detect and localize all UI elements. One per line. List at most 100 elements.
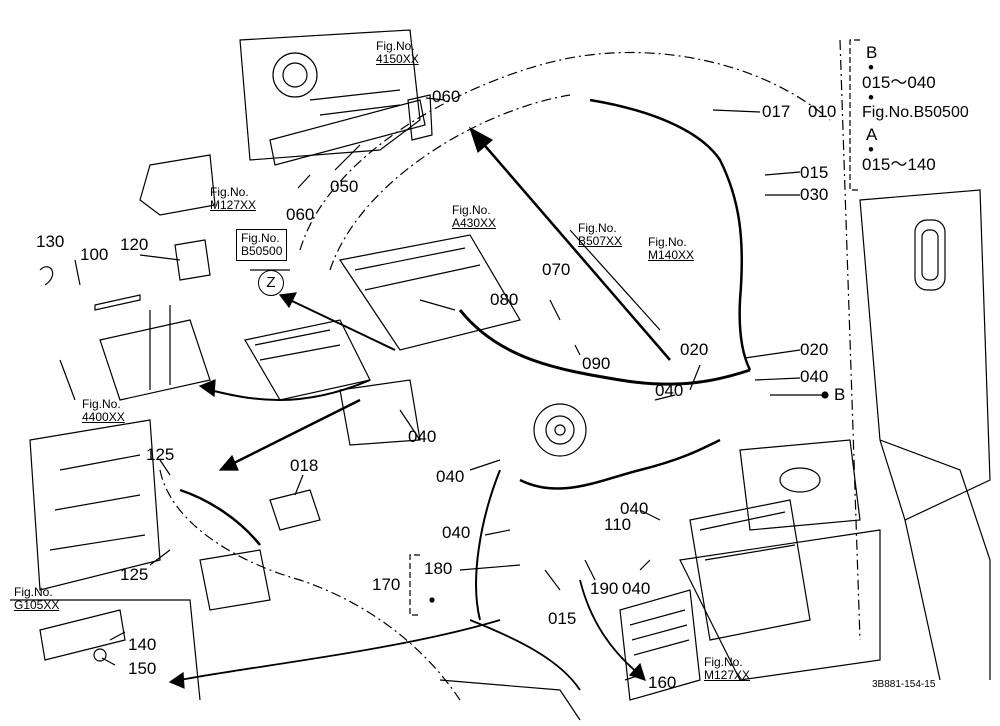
relay-018: [269, 489, 321, 531]
bracket-note: B • 015～040 • Fig.No.B50500 A • 015～140: [862, 42, 969, 176]
part-label-050: 050: [330, 177, 359, 196]
part-label-180: 180: [424, 559, 453, 578]
part-label-090: 090: [582, 354, 611, 373]
fig-ref-label: Fig.No.: [14, 585, 53, 599]
fig-ref-number: M127XX: [704, 668, 751, 682]
bracket-note-line: 015～140: [862, 155, 936, 174]
part-label-060-left: 060: [286, 205, 315, 224]
bracket-note-line: 015～040: [862, 73, 936, 92]
fig-ref-m127xx-bottom: Fig.No. M127XX: [704, 656, 750, 682]
fig-ref-number: M127XX: [210, 198, 257, 212]
fig-ref-label: Fig.No.: [241, 231, 280, 245]
bracket-note-line: A: [866, 125, 878, 144]
part-label-100: 100: [80, 245, 109, 264]
part-label-080: 080: [490, 290, 519, 309]
arrow-to-left: [229, 398, 361, 467]
fig-ref-number: G105XX: [14, 598, 60, 612]
part-label-160: 160: [648, 673, 677, 692]
fig-ref-number: A430XX: [452, 216, 497, 230]
part-label-060-top: 060: [432, 87, 461, 106]
valve-cover: [338, 234, 521, 351]
part-label-070: 070: [542, 260, 571, 279]
hood-outline: [299, 51, 831, 251]
cover-120: [174, 239, 211, 281]
cab-panel: [859, 189, 991, 521]
part-label-040-bottom: 040: [622, 579, 651, 598]
part-label-015-bottom: 015: [548, 609, 577, 628]
hood-outline-inner: [329, 94, 571, 271]
harness-drop: [475, 469, 501, 621]
arrow-to-4150: [479, 139, 671, 361]
bracket-060: [407, 94, 433, 141]
part-label-040-right: 040: [800, 367, 829, 386]
harness-main: [458, 309, 751, 386]
part-label-040-lower: 040: [442, 523, 471, 542]
fig-ref-label: Fig.No.: [452, 203, 491, 217]
alternator: [533, 403, 587, 457]
part-label-018: 018: [290, 456, 319, 475]
part-label-030: 030: [800, 185, 829, 204]
part-label-150: 150: [128, 659, 157, 678]
engine-block: [239, 29, 421, 161]
fig-ref-number: 4150XX: [376, 52, 419, 66]
part-label-020-right: 020: [800, 340, 829, 359]
fig-ref-b507xx: Fig.No. B507XX: [578, 222, 622, 248]
fig-ref-number: B50500: [241, 244, 283, 258]
tank: [739, 439, 861, 531]
relay-pack: [99, 319, 211, 401]
fig-ref-b50500-box: Fig.No. B50500: [236, 229, 288, 261]
fig-ref-label: Fig.No.: [578, 221, 617, 235]
bracket-note-dot: •: [868, 140, 874, 159]
fig-ref-number: B507XX: [578, 234, 623, 248]
part-label-125-bottom: 125: [120, 565, 149, 584]
arrow-to-G105: [179, 619, 501, 681]
part-label-015-right: 015: [800, 163, 829, 182]
bracket-left: [139, 154, 216, 216]
fig-ref-g105xx: Fig.No. G105XX: [14, 586, 59, 612]
part-label-110: 110: [604, 515, 632, 534]
fig-ref-a430xx: Fig.No. A430XX: [452, 204, 496, 230]
fig-ref-m140xx: Fig.No. M140XX: [648, 236, 694, 262]
drawing-code: 3B881-154-15: [872, 679, 936, 690]
part-label-020-center: 020: [680, 340, 709, 359]
bracket-note-line: Fig.No.B50500: [862, 104, 969, 121]
fig-ref-label: Fig.No.: [210, 185, 249, 199]
arrow-to-160: [579, 579, 641, 676]
band-130: [39, 266, 54, 286]
part-label-010: 010: [808, 102, 837, 121]
stay-050: [269, 99, 426, 166]
fig-ref-label: Fig.No.: [82, 397, 121, 411]
arrow-to-Z: [289, 299, 396, 351]
connector-harness: [29, 419, 161, 591]
controller-box: [689, 499, 811, 641]
point-marker-b: B: [834, 385, 846, 404]
cab-handle: [914, 219, 946, 291]
frame-outline-right: [839, 39, 861, 641]
part-label-040-center: 040: [655, 381, 684, 400]
bracket-010: [849, 39, 860, 191]
harness-left: [179, 488, 261, 546]
arrow-to-4400: [209, 379, 371, 401]
part-label-040-left: 040: [408, 427, 437, 446]
lower-panel: [679, 529, 881, 681]
part-label-140: 140: [128, 635, 157, 654]
part-label-125-top: 125: [146, 445, 175, 464]
fig-ref-label: Fig.No.: [704, 655, 743, 669]
relay-housing: [199, 549, 271, 611]
bracket-note-line: B: [866, 43, 878, 62]
harness-lower: [519, 438, 721, 490]
part-label-040-mid: 040: [436, 467, 465, 486]
bracket-note-dot: •: [868, 58, 874, 77]
fig-ref-4150xx: Fig.No. 4150XX: [376, 40, 419, 66]
fig-ref-m127xx-top: Fig.No. M127XX: [210, 186, 256, 212]
part-label-017: 017: [762, 102, 791, 121]
fig-ref-number: 4400XX: [82, 410, 125, 424]
bracket-170: [409, 554, 420, 616]
part-label-130: 130: [36, 232, 65, 251]
fender-outline: [159, 469, 461, 701]
fig-ref-label: Fig.No.: [648, 235, 687, 249]
part-label-040-extra: 040: [620, 499, 649, 518]
harness-upper: [589, 98, 752, 371]
arrow-to-B507: [569, 229, 661, 331]
